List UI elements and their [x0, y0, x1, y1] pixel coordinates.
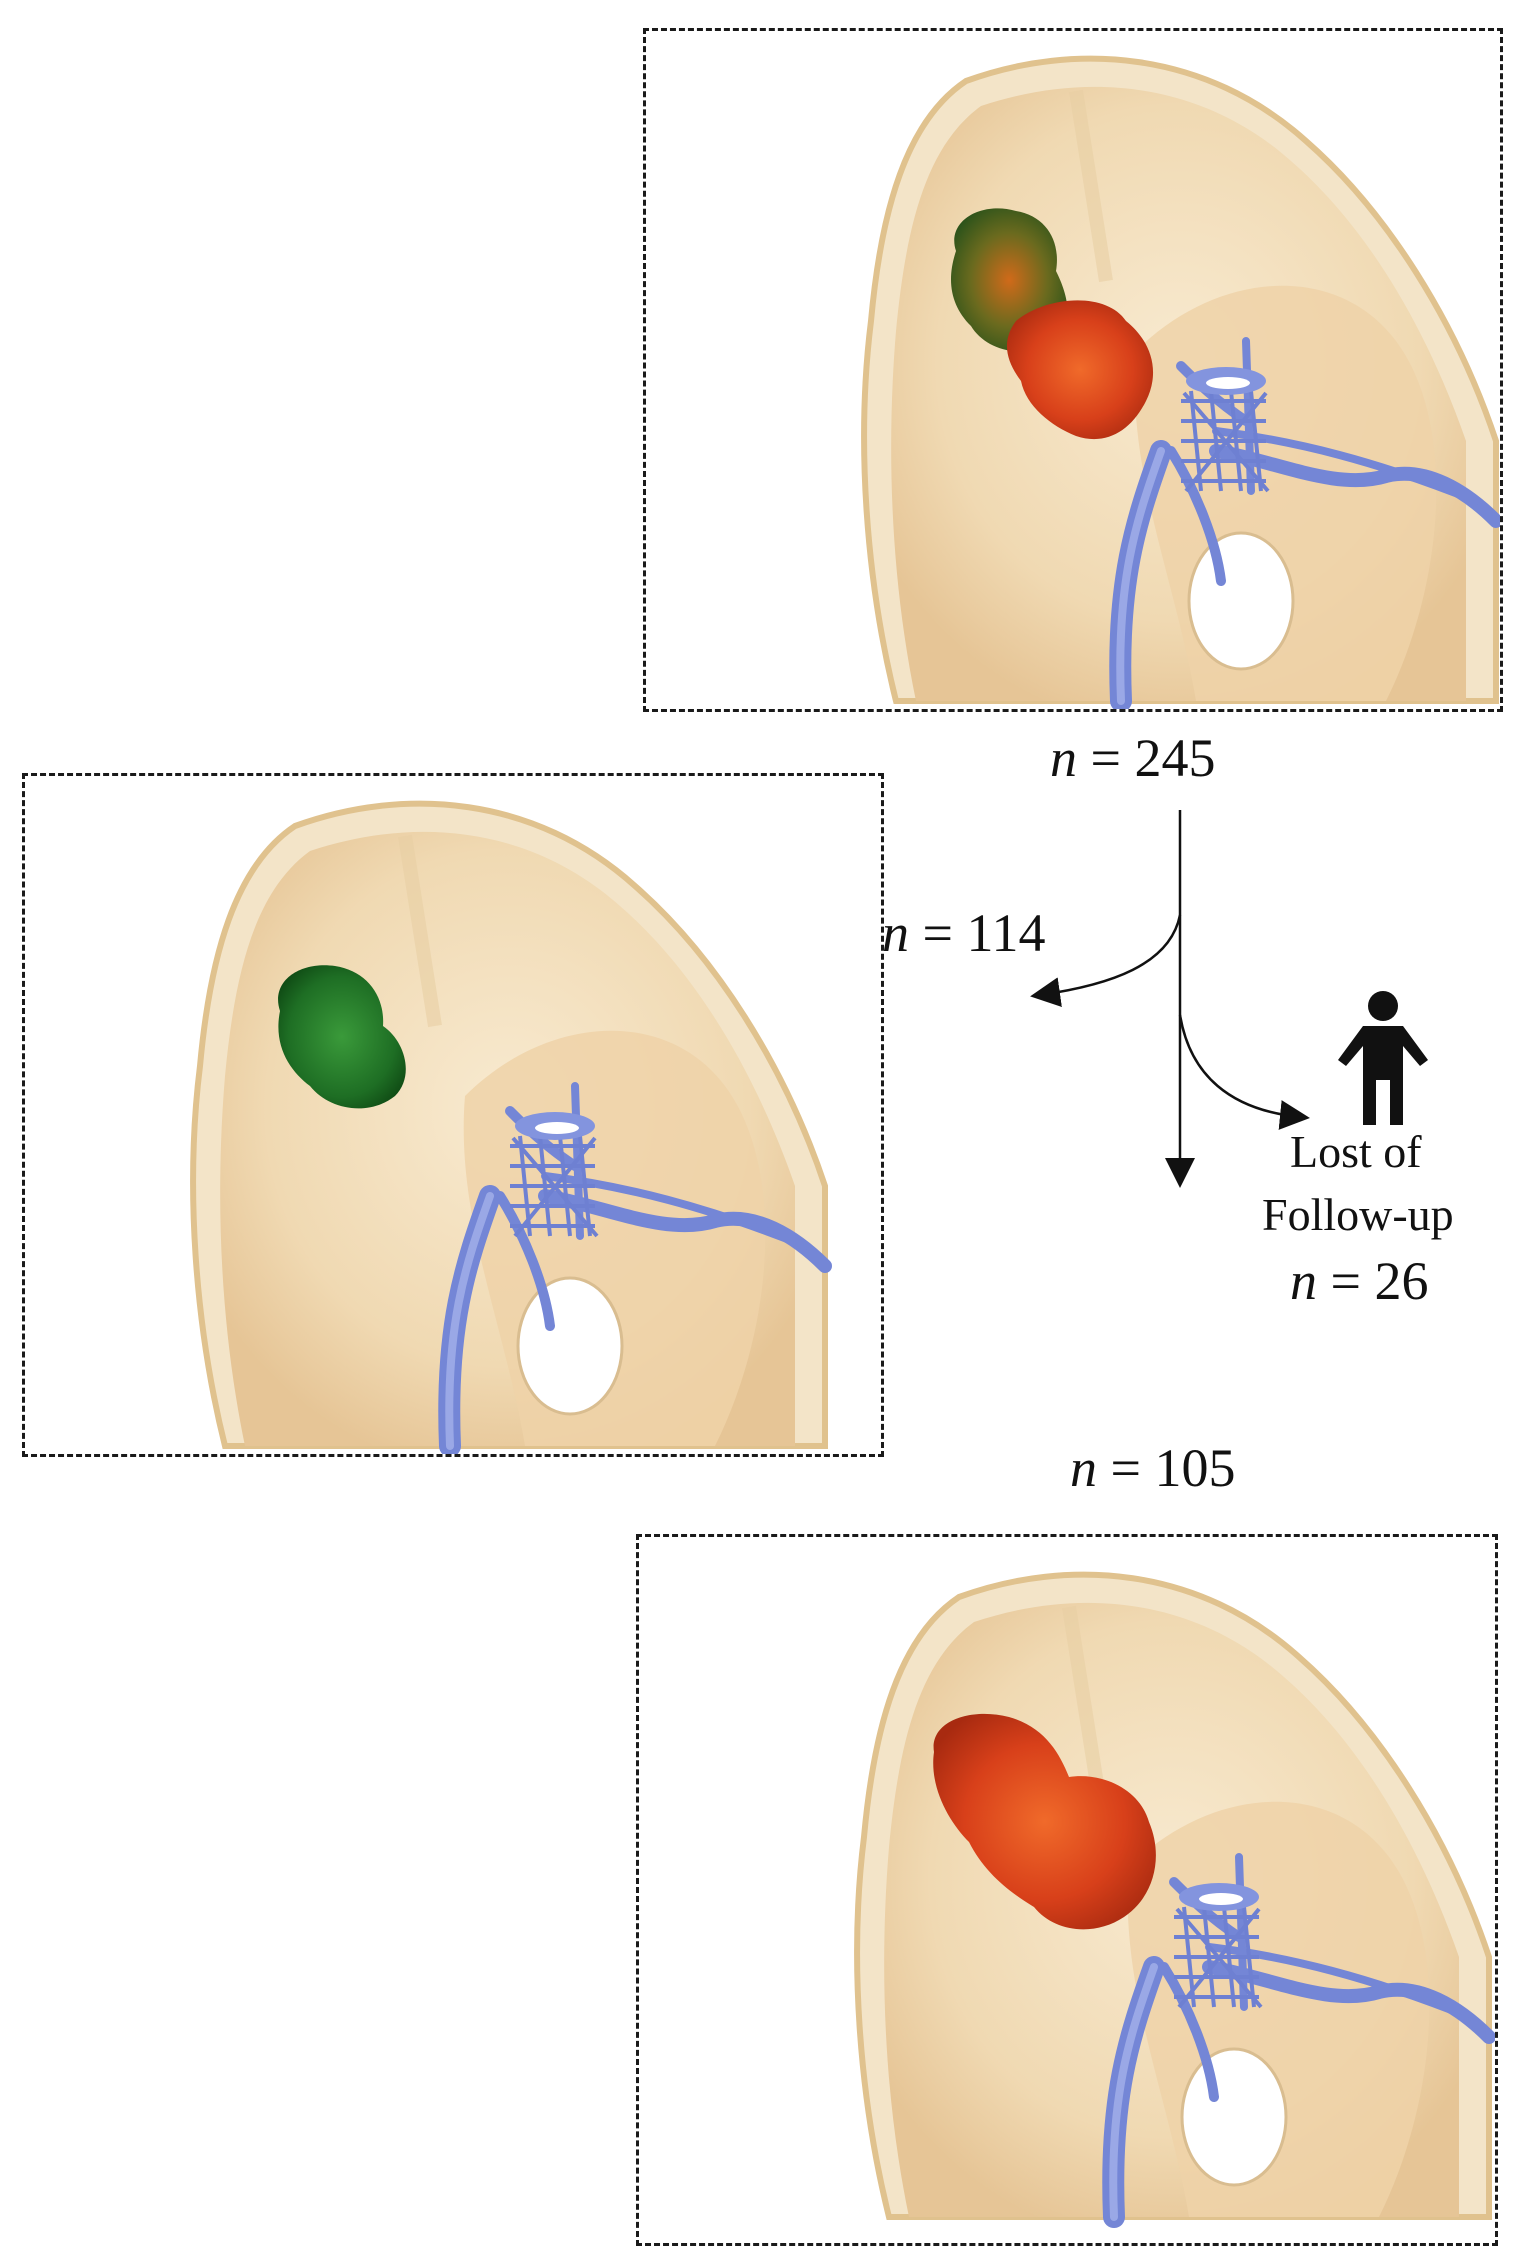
label-lost-count: n = 26 [1290, 1251, 1429, 1311]
flow-branch-lost [1178, 1014, 1310, 1130]
label-branch-bottom: n = 105 [1070, 1438, 1236, 1498]
label-lost-line2: Follow-up [1262, 1189, 1454, 1240]
person-icon [1338, 991, 1428, 1125]
tumor-red-posterior [1006, 300, 1154, 440]
skull-base-illustration-green [25, 776, 884, 1457]
label-total: n = 245 [1050, 728, 1216, 788]
tumor-green [278, 965, 406, 1109]
label-lost-line1: Lost of [1290, 1126, 1422, 1177]
panel-initial-cohort [643, 28, 1503, 712]
panel-group-105 [636, 1534, 1498, 2246]
skull-base-illustration-mixed [646, 31, 1503, 712]
tumor-red [933, 1713, 1156, 1930]
label-branch-left: n = 114 [882, 903, 1046, 963]
skull-base-illustration-red [639, 1537, 1498, 2246]
flow-branch-left [1030, 914, 1182, 1008]
panel-group-114 [22, 773, 884, 1457]
